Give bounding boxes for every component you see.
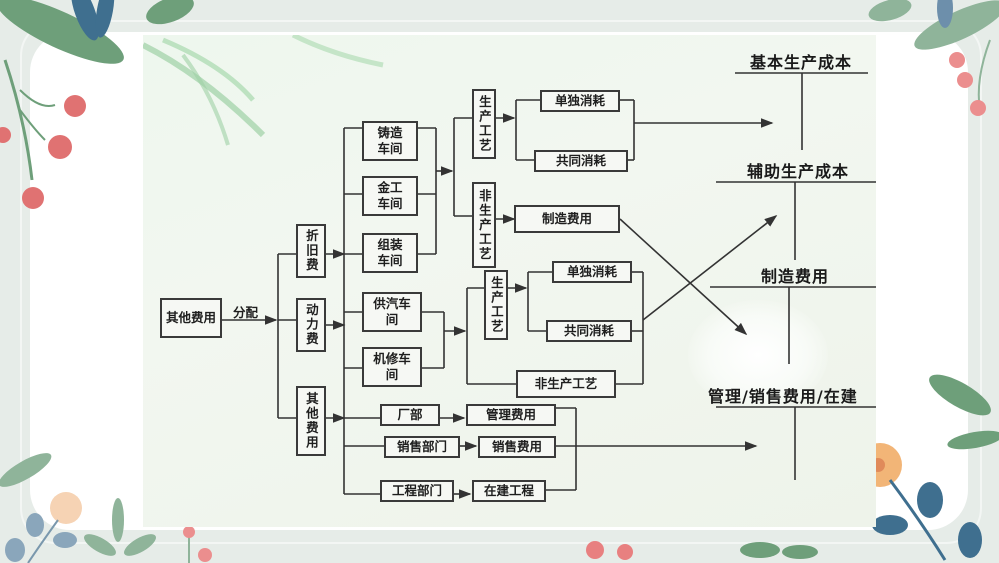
daisy-icon xyxy=(50,492,82,524)
account-auxiliary-production-cost: 辅助生产成本 xyxy=(747,162,850,181)
account-admin-sales-construction: 管理/销售费用/在建 xyxy=(708,387,858,406)
leaf-icon xyxy=(740,542,780,558)
workshop-steam: 供汽车间 xyxy=(362,292,422,332)
leaf-icon xyxy=(872,515,908,535)
basic-single-consumption: 单独消耗 xyxy=(540,90,620,112)
workshop-line2: 车间 xyxy=(377,253,403,268)
leaf-icon xyxy=(868,0,912,22)
flower-icon xyxy=(183,526,195,538)
leaf-icon xyxy=(937,0,953,28)
dept-factory: 厂部 xyxy=(380,404,440,426)
workshop-line2: 间 xyxy=(385,312,399,327)
leaf-icon xyxy=(917,482,943,518)
workshop-line2: 车间 xyxy=(377,141,403,156)
slide-frame xyxy=(20,20,982,544)
workshop-line2: 间 xyxy=(385,367,399,382)
workshop-metalwork: 金工车间 xyxy=(362,176,418,216)
flower-icon xyxy=(957,72,973,88)
expense-admin: 管理费用 xyxy=(466,404,556,426)
flower-icon xyxy=(198,548,212,562)
flower-icon xyxy=(586,541,604,559)
leaf-icon xyxy=(146,0,194,25)
basic-manufacturing-overhead: 制造费用 xyxy=(514,205,620,233)
basic-non-production-process: 非生产工艺 xyxy=(472,182,496,268)
flower-icon xyxy=(970,100,986,116)
workshop-repair: 机修车间 xyxy=(362,347,422,387)
leaf-icon xyxy=(95,0,115,38)
aux-non-production-process: 非生产工艺 xyxy=(516,370,616,398)
flower-icon xyxy=(48,135,72,159)
leaf-icon xyxy=(958,522,982,558)
basic-production-process: 生产工艺 xyxy=(472,89,496,159)
leaf-icon xyxy=(5,538,25,562)
dept-engineering: 工程部门 xyxy=(380,480,454,502)
source-box-other-expenses: 其他费用 xyxy=(160,298,222,338)
account-basic-production-cost: 基本生产成本 xyxy=(750,53,853,72)
workshop-line1: 机修车 xyxy=(373,351,411,367)
flower-icon xyxy=(0,127,11,143)
workshop-line1: 金工 xyxy=(377,180,403,196)
leaf-icon xyxy=(0,453,52,487)
leaf-icon xyxy=(947,430,999,450)
leaf-icon xyxy=(112,498,124,542)
leaf-icon xyxy=(26,513,44,537)
account-manufacturing-overhead: 制造费用 xyxy=(761,267,830,286)
workshop-casting: 铸造车间 xyxy=(362,121,418,161)
category-other: 其他费用 xyxy=(296,386,326,456)
aux-joint-consumption: 共同消耗 xyxy=(546,320,632,342)
category-power: 动力费 xyxy=(296,298,326,352)
leaf-icon xyxy=(914,0,999,50)
source-label: 其他费用 xyxy=(165,310,216,326)
leaf-icon xyxy=(929,374,991,416)
flower-icon xyxy=(64,95,86,117)
workshop-line1: 组装 xyxy=(377,237,403,253)
leaf-icon xyxy=(71,0,99,41)
leaf-icon xyxy=(782,545,818,559)
leaf-icon xyxy=(0,0,124,64)
basic-joint-consumption: 共同消耗 xyxy=(534,150,628,172)
leaf-icon xyxy=(53,532,77,548)
flower-icon xyxy=(617,544,633,560)
willow-decoration xyxy=(143,35,384,146)
leaf-icon xyxy=(124,534,156,556)
allocate-label: 分配 xyxy=(233,305,259,320)
workshop-assembly: 组装车间 xyxy=(362,233,418,273)
lotus-background xyxy=(688,300,828,410)
category-depreciation: 折旧费 xyxy=(296,224,326,278)
workshop-line1: 供汽车 xyxy=(373,296,411,312)
expense-sales: 销售费用 xyxy=(478,436,556,458)
dept-sales: 销售部门 xyxy=(384,436,460,458)
workshop-line1: 铸造 xyxy=(377,125,403,141)
leaf-icon xyxy=(84,534,116,556)
aux-single-consumption: 单独消耗 xyxy=(552,261,632,283)
aux-production-process: 生产工艺 xyxy=(484,270,508,340)
workshop-line2: 车间 xyxy=(377,196,403,211)
expense-construction: 在建工程 xyxy=(472,480,546,502)
flower-icon xyxy=(22,187,44,209)
flower-icon xyxy=(949,52,965,68)
